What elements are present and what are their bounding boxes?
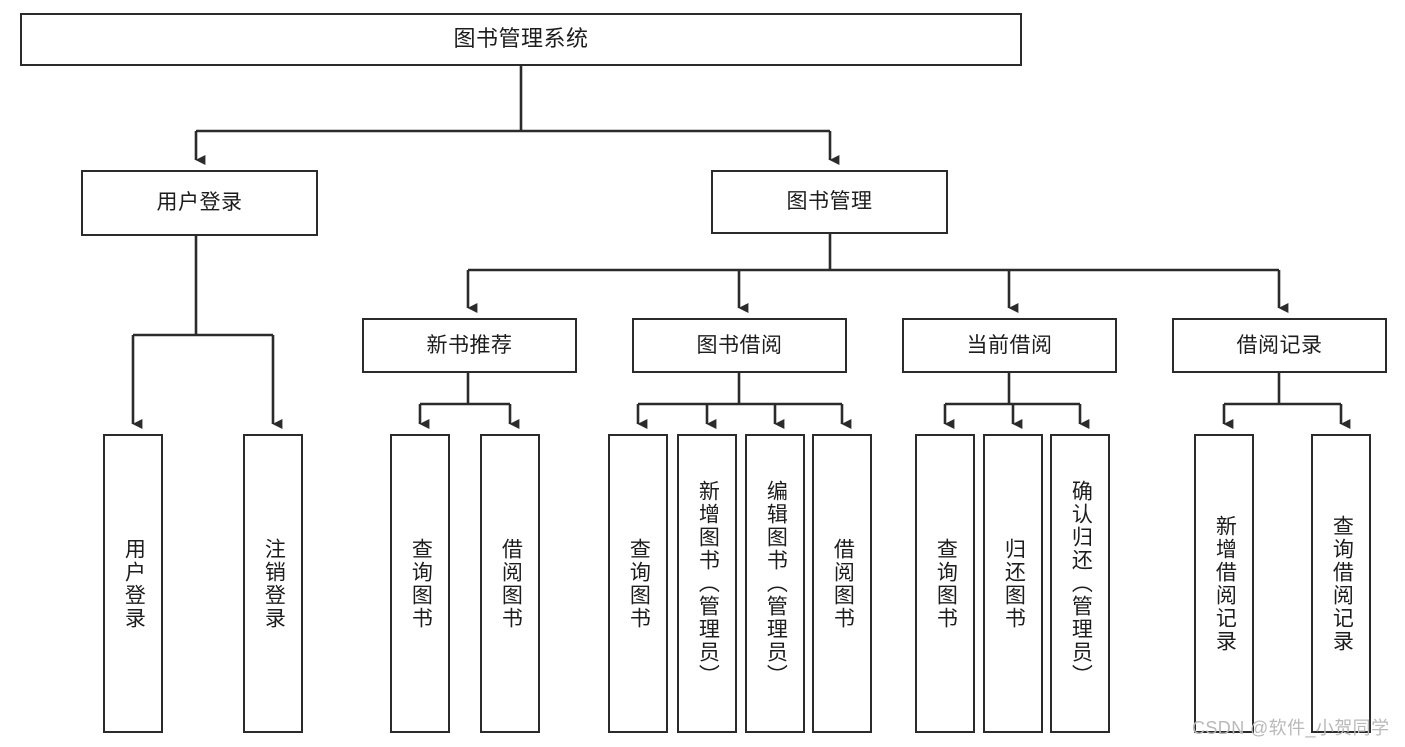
node-leaf-query-borrow-record[interactable]: 查询借阅记录 [1311, 434, 1371, 733]
watermark-text: CSDN @软件_小贺同学 [1192, 718, 1390, 738]
node-root-system[interactable]: 图书管理系统 [20, 13, 1022, 66]
node-leaf-edit-book-admin[interactable]: 编辑图书（管理员） [745, 434, 805, 733]
node-leaf-add-book-admin[interactable]: 新增图书（管理员） [677, 434, 737, 733]
node-label: 用户登录 [122, 537, 146, 630]
node-label: 图书管理 [786, 190, 873, 214]
node-label: 查询图书 [409, 537, 433, 630]
node-book-management[interactable]: 图书管理 [711, 170, 948, 234]
node-user-login[interactable]: 用户登录 [81, 170, 318, 236]
node-label: 新书推荐 [426, 333, 513, 357]
node-label: 用户登录 [156, 191, 243, 215]
node-label: 查询借阅记录 [1330, 514, 1354, 653]
node-leaf-user-login[interactable]: 用户登录 [103, 434, 163, 733]
node-borrow-records[interactable]: 借阅记录 [1172, 318, 1387, 373]
node-leaf-borrow-book-recommend[interactable]: 借阅图书 [480, 434, 540, 733]
node-leaf-query-book-borrow[interactable]: 查询图书 [608, 434, 668, 733]
node-label: 归还图书 [1002, 537, 1026, 630]
node-label: 新增图书（管理员） [696, 480, 720, 687]
node-label: 图书借阅 [696, 333, 783, 357]
node-leaf-query-book-recommend[interactable]: 查询图书 [390, 434, 450, 733]
node-label: 借阅图书 [499, 537, 523, 630]
node-label: 借阅记录 [1236, 333, 1323, 357]
node-label: 当前借阅 [966, 333, 1053, 357]
node-leaf-borrow-book[interactable]: 借阅图书 [812, 434, 872, 733]
node-leaf-query-book-current[interactable]: 查询图书 [915, 434, 975, 733]
node-leaf-logout-login[interactable]: 注销登录 [243, 434, 303, 733]
node-leaf-add-borrow-record[interactable]: 新增借阅记录 [1194, 434, 1254, 733]
node-label: 编辑图书（管理员） [764, 480, 788, 687]
node-label: 查询图书 [627, 537, 651, 630]
node-leaf-return-book[interactable]: 归还图书 [983, 434, 1043, 733]
node-book-borrow[interactable]: 图书借阅 [632, 318, 847, 373]
node-label: 查询图书 [934, 537, 958, 630]
node-current-borrow[interactable]: 当前借阅 [902, 318, 1117, 373]
node-label: 图书管理系统 [453, 26, 589, 52]
node-label: 借阅图书 [831, 537, 855, 630]
node-leaf-confirm-return-admin[interactable]: 确认归还（管理员） [1050, 434, 1110, 733]
node-label: 注销登录 [262, 537, 286, 630]
node-label: 确认归还（管理员） [1069, 480, 1093, 687]
node-new-book-recommend[interactable]: 新书推荐 [362, 318, 577, 373]
node-label: 新增借阅记录 [1213, 514, 1237, 653]
